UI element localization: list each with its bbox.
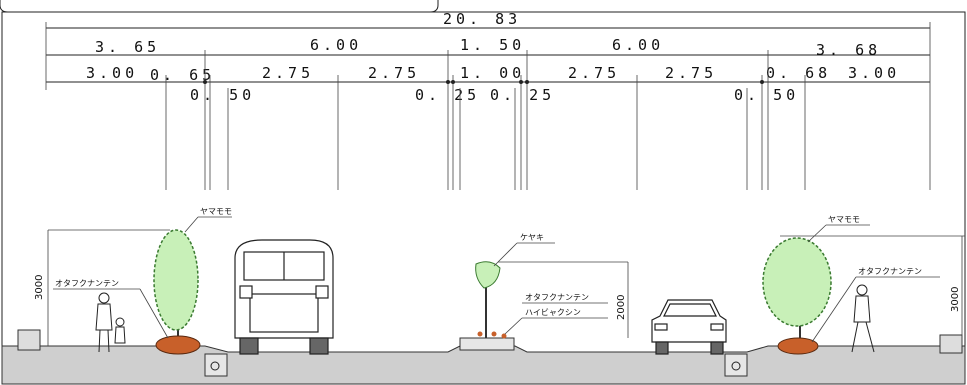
tree-left [153,229,201,355]
label-median-shrub1: オタフクナンテン [525,293,589,302]
median-planter [459,337,515,351]
left-height-marker [47,229,170,346]
left-edge-block [17,329,41,351]
dim-3-00-left: 3.00 [86,64,138,82]
right-drain [724,353,748,377]
dim-2-75-d: 2.75 [665,64,717,82]
right-height-label: 3000 [950,287,961,312]
frame-tab [0,0,439,13]
left-height-label: 3000 [34,275,45,300]
car [651,299,727,355]
pedestrian-left [95,292,126,353]
dim-3-68: 3. 68 [816,41,881,59]
dim-6-00-left: 6.00 [310,36,362,54]
dim-tick-marks [203,80,764,84]
dim-1-50: 1. 50 [460,36,525,54]
dim-0-25-left: 0. 25 [415,86,480,104]
label-left-shrub: オタフクナンテン [55,279,119,288]
median-height-marker [498,261,629,338]
dim-2-75-c: 2.75 [568,64,620,82]
dim-0-50-left: 0. 50 [190,86,255,104]
label-median-shrub2: ハイビャクシン [525,308,581,317]
tree-right [762,237,832,355]
ground-profile [1,345,966,385]
dim-3-65: 3. 65 [95,38,160,56]
right-edge-block [939,334,963,354]
label-right-tree: ヤマモモ [828,215,860,224]
left-drain [204,353,228,377]
total-dim-text: 20. 83 [443,10,521,28]
tree-median [475,261,507,339]
extension-lines [45,22,931,190]
dim-0-50-right: 0. 50 [734,86,799,104]
dim-0-65: 0. 65 [150,66,215,84]
dim-3-00-right: 3.00 [848,64,900,82]
label-left-tree: ヤマモモ [200,207,232,216]
dim-1-00: 1. 00 [460,64,525,82]
right-height-marker [780,235,965,346]
dim-6-00-right: 6.00 [612,36,664,54]
pedestrian-right [851,284,875,353]
dim-0-25-right: 0. 25 [490,86,555,104]
label-median-tree: ケヤキ [520,233,544,242]
label-right-shrub: オタフクナンテン [858,267,922,276]
dim-2-75-a: 2.75 [262,64,314,82]
median-height-label: 2000 [616,295,627,320]
dim-2-75-b: 2.75 [368,64,420,82]
dim-0-68: 0. 68 [766,64,831,82]
bus [234,239,334,355]
